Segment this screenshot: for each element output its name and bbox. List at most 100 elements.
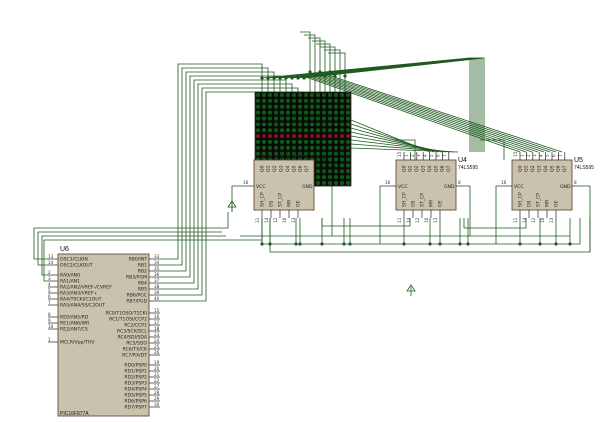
- led-dot: [333, 110, 339, 115]
- led-dot: [345, 128, 351, 133]
- led-dot: [267, 110, 273, 115]
- led-dot: [255, 145, 261, 150]
- led-dot: [321, 128, 327, 133]
- led-dot: [255, 122, 261, 127]
- vcc-label: VCC: [398, 184, 408, 190]
- led-dot: [321, 133, 327, 139]
- pin-label: Q5: [549, 165, 555, 172]
- pin-label: DS: [526, 200, 532, 207]
- led-dot: [273, 104, 279, 109]
- shift-register-part: 74LS595: [316, 165, 336, 171]
- led-dot: [303, 139, 309, 145]
- led-dot: [303, 122, 309, 127]
- pin-number: 12: [415, 217, 420, 223]
- mcu-pin-label: RC0/T1OSO/T1CKI: [106, 311, 147, 317]
- pin-number: 4: [423, 154, 428, 157]
- mcu-pin-number: 40: [154, 296, 160, 301]
- led-dot: [339, 175, 345, 180]
- led-dot: [345, 169, 351, 174]
- mcu-pin-number: 2: [48, 270, 51, 275]
- led-dot: [333, 163, 339, 168]
- led-dot: [303, 145, 309, 150]
- gnd-label: GND: [444, 184, 455, 190]
- mcu-pin-label: RB5: [138, 287, 147, 293]
- mcu-pin-label: RD1/PSP1: [124, 369, 147, 375]
- led-dot: [279, 139, 285, 145]
- pin-label: DS: [268, 200, 274, 207]
- shift-register-u4[interactable]: U474LS595Q015Q11Q22Q33Q44Q55Q66Q77SH_CP1…: [385, 151, 478, 223]
- wire: [327, 74, 563, 153]
- led-dot: [267, 151, 273, 156]
- pin-number: 1: [519, 154, 524, 157]
- led-dot: [291, 122, 297, 127]
- led-dot: [273, 122, 279, 127]
- led-dot: [261, 133, 267, 139]
- led-dot: [327, 128, 333, 133]
- wire-junction: [294, 242, 298, 246]
- mcu-pin-label: RC5/SDO: [126, 341, 147, 347]
- wire-junction: [268, 242, 272, 246]
- mcu-pin-label: RC3/SCK/SCL: [117, 329, 147, 335]
- pin-number: 13: [291, 217, 296, 223]
- led-dot: [279, 110, 285, 115]
- led-dot: [267, 98, 273, 103]
- led-dot: [315, 98, 321, 103]
- led-dot: [315, 92, 321, 98]
- led-dot: [297, 151, 303, 156]
- pin-label: ST_CP: [535, 193, 541, 207]
- led-dot: [279, 116, 285, 121]
- led-dot: [315, 139, 321, 145]
- shift-register-ref: U5: [574, 157, 583, 164]
- pin-label: Q2: [414, 165, 420, 172]
- wire: [299, 74, 521, 153]
- mcu-pin-label: RC2/CCP1: [124, 323, 147, 329]
- led-dot: [273, 145, 279, 150]
- led-dot: [327, 133, 333, 139]
- mcu-pin-number: 23: [154, 332, 160, 337]
- led-dot: [339, 180, 345, 186]
- wire: [350, 143, 455, 153]
- vcc-arrow-icon: [406, 284, 416, 296]
- led-dot: [309, 145, 315, 150]
- mcu-body: [57, 253, 150, 417]
- led-dot: [285, 104, 291, 109]
- mcu-pin-number: 20: [154, 366, 160, 371]
- led-dot: [273, 139, 279, 145]
- led-dot: [303, 92, 309, 98]
- shift-register-u5[interactable]: U574LS595Q015Q11Q22Q33Q44Q55Q66Q77SH_CP1…: [501, 151, 594, 223]
- mcu-pin-number: 8: [48, 312, 51, 317]
- mcu-pin-number: 36: [154, 272, 160, 277]
- led-dot: [333, 104, 339, 109]
- pin-number: 5: [429, 154, 434, 157]
- mcu-pin-number: 1: [48, 337, 51, 342]
- led-dot: [339, 98, 345, 103]
- led-dot: [285, 98, 291, 103]
- wire: [160, 75, 281, 278]
- pin-label: Q1: [266, 165, 272, 172]
- pin-number: 2: [268, 154, 273, 157]
- wire: [379, 185, 388, 244]
- mcu-pin-label: OSC2/CLKOUT: [60, 263, 93, 269]
- led-dot: [339, 157, 345, 162]
- led-dot: [285, 133, 291, 139]
- led-dot: [285, 122, 291, 127]
- shift-register-u3[interactable]: U374LS595Q015Q11Q22Q33Q44Q55Q66Q77SH_CP1…: [243, 151, 336, 223]
- mcu-pin-label: OSC1/CLKIN: [60, 257, 88, 263]
- mcu-pin-number: 17: [154, 320, 160, 325]
- led-dot: [333, 116, 339, 121]
- mcu-pin-number: 4: [48, 282, 51, 287]
- mcu-pin-label: RD4/PSP4: [124, 387, 147, 393]
- mcu-pin-number: 27: [154, 384, 160, 389]
- wire-junction: [308, 70, 312, 74]
- led-dot: [345, 116, 351, 121]
- shift-register-group: U374LS595Q015Q11Q22Q33Q44Q55Q66Q77SH_CP1…: [243, 151, 594, 223]
- led-dot: [267, 116, 273, 121]
- led-dot: [321, 151, 327, 156]
- led-dot: [255, 151, 261, 156]
- led-dot: [255, 116, 261, 121]
- pin-number: 6: [551, 154, 556, 157]
- led-dot: [255, 104, 261, 109]
- pin-number: 14: [406, 217, 411, 223]
- microcontroller[interactable]: U6 PIC16F877A OSC1/CLKIN13OSC2/CLKOUT14R…: [48, 246, 160, 417]
